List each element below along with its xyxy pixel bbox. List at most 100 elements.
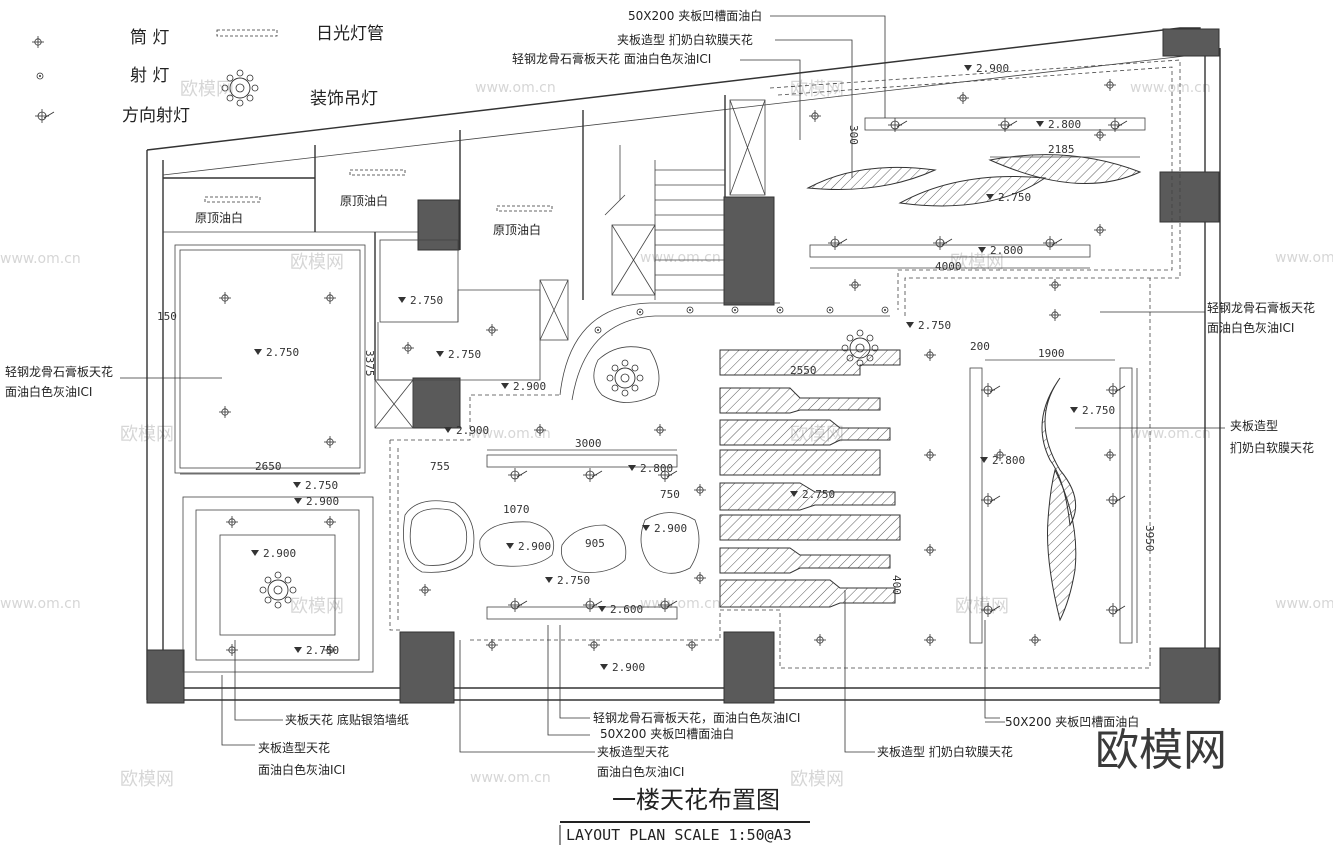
downlight-icon: [1093, 223, 1107, 237]
watermark-text: 欧模网: [120, 769, 174, 790]
spotlight-icon: [36, 72, 44, 80]
dimension-label: 1900: [1038, 347, 1065, 360]
room-label: 原顶油白: [493, 222, 541, 237]
annotations: 50X200 夹板凹槽面油白 夹板造型 扪奶白软膜天花 轻钢龙骨石膏板天花 面油…: [5, 8, 1315, 779]
room-label: 原顶油白: [195, 210, 243, 225]
annotation-label: 夹板天花 底贴银箔墙纸: [285, 712, 409, 727]
spotlight-icon: [686, 306, 694, 314]
ceiling-levels: 2.900 2.800 2.750 2.800 2.750 2.750 2.75…: [251, 62, 1115, 674]
fluorescent-tubes: [204, 169, 553, 212]
annotation-label: 50X200 夹板凹槽面油白: [1005, 714, 1139, 729]
left-center-shapes: [403, 346, 700, 620]
watermark-text: 欧模网: [290, 252, 344, 273]
spotlight-icon: [594, 326, 602, 334]
annotation-label: 夹板造型: [1230, 419, 1278, 433]
downlight-icon: [923, 543, 937, 557]
annotation-label: 面油白色灰油ICI: [1207, 320, 1294, 335]
downlight-icon: [218, 405, 232, 419]
directional-spotlight-icon: [980, 382, 1001, 398]
downlight-icon: [1103, 448, 1117, 462]
fluorescent-tube-icon: [216, 29, 278, 37]
level-label: 2.750: [305, 479, 338, 492]
fluorescent-tube-icon: [349, 169, 406, 176]
column: [412, 377, 461, 429]
downlight-icon: [225, 515, 239, 529]
level-label: 2.750: [266, 346, 299, 359]
ceiling-boundaries: [389, 59, 1181, 669]
level-label: 2.750: [557, 574, 590, 587]
staircase: [559, 95, 890, 401]
downlight-icon: [1048, 278, 1062, 292]
level-label: 2.750: [918, 319, 951, 332]
annotation-label: 夹板造型 扪奶白软膜天花: [877, 744, 1013, 759]
watermark-text: 欧模网: [790, 79, 844, 100]
dimension-label: 2650: [255, 460, 282, 473]
directional-spotlight-icon: [1105, 492, 1126, 508]
legend: 筒 灯 日光灯管 射 灯 装饰吊灯 方向射灯: [31, 24, 384, 126]
dimension-label: 3000: [575, 437, 602, 450]
directional-spotlight-icon: [1042, 235, 1063, 251]
spotlight-icon: [731, 306, 739, 314]
brand-watermark: 欧模网: [1095, 725, 1227, 776]
annotation-label: 轻钢龙骨石膏板天花，面油白色灰油ICI: [593, 710, 800, 725]
columns: [146, 28, 1220, 704]
downlight-icon: [323, 515, 337, 529]
downlight-icon: [923, 448, 937, 462]
level-label: 2.900: [518, 540, 551, 553]
dimension-label: 3950: [1143, 525, 1156, 552]
center-planks: [719, 349, 901, 608]
level-label: 2.750: [410, 294, 443, 307]
interior-walls: [163, 130, 569, 673]
level-label: 2.800: [992, 454, 1025, 467]
level-label: 2.900: [263, 547, 296, 560]
watermark-layer: 欧模网 www.om.cn 欧模网 www.om.cn www.om.cn 欧模…: [0, 79, 1333, 790]
legend-downlight-label: 筒 灯: [130, 28, 169, 48]
downlight-icon: [31, 35, 45, 49]
right-ribbon-area: [969, 367, 1133, 644]
legend-fluorescent-label: 日光灯管: [316, 24, 384, 44]
watermark-url: www.om.cn: [1130, 80, 1211, 96]
column: [1159, 171, 1220, 223]
dimension-label: 2185: [1048, 143, 1075, 156]
downlight-icon: [587, 638, 601, 652]
watermark-url: www.om.cn: [640, 250, 721, 266]
watermark-url: www.om.cn: [470, 426, 551, 442]
watermark-text: 欧模网: [180, 79, 234, 100]
legend-spotlight-label: 射 灯: [130, 66, 169, 86]
annotation-label: 轻钢龙骨石膏板天花: [5, 364, 113, 379]
annotation-label: 扪奶白软膜天花: [1230, 440, 1314, 455]
downlight-icon: [485, 638, 499, 652]
downlight-icon: [1103, 78, 1117, 92]
dimension-label: 400: [890, 575, 903, 595]
level-label: 2.900: [513, 380, 546, 393]
watermark-url: www.om.cn: [475, 80, 556, 96]
downlight-icon: [418, 583, 432, 597]
downlight-icon: [808, 109, 822, 123]
dimension-label: 2550: [790, 364, 817, 377]
annotation-label: 夹板造型天花: [258, 740, 330, 755]
column: [1159, 647, 1220, 704]
directional-spotlight-icon: [1105, 382, 1126, 398]
legend-directional-label: 方向射灯: [122, 106, 190, 126]
downlight-icon: [1028, 633, 1042, 647]
level-label: 2.800: [640, 462, 673, 475]
dimension-label: 1070: [503, 503, 530, 516]
directional-spotlight-icon: [582, 467, 603, 483]
downlight-icon: [685, 638, 699, 652]
downlight-icon: [848, 278, 862, 292]
downlight-icon: [218, 291, 232, 305]
title-block: 一楼天花布置图 LAYOUT PLAN SCALE 1:50@A3: [559, 786, 810, 845]
downlight-icon: [923, 348, 937, 362]
directional-spotlight-icon: [582, 597, 603, 613]
light-fixtures: [218, 78, 1128, 657]
drawing-title: 一楼天花布置图: [612, 786, 780, 814]
directional-spotlight-icon: [827, 235, 848, 251]
fluorescent-tube-icon: [204, 196, 261, 203]
dimensions: 2185 4000 1900 3950 3000 2650 3375 1070 …: [157, 125, 1156, 643]
dimension-label: 905: [585, 537, 605, 550]
dimension-label: 150: [157, 310, 177, 323]
annotation-label: 面油白色灰油ICI: [258, 762, 345, 777]
downlight-icon: [653, 423, 667, 437]
downlight-icon: [485, 323, 499, 337]
annotation-label: 夹板造型天花: [597, 744, 669, 759]
